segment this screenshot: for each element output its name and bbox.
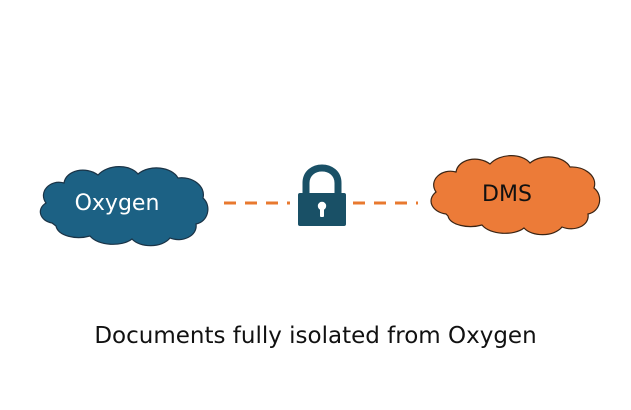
padlock-keyhole-slot (320, 208, 324, 217)
padlock-icon (298, 164, 346, 226)
dms-label: DMS (482, 182, 532, 207)
padlock-shackle (302, 164, 342, 193)
oxygen-label: Oxygen (75, 191, 160, 216)
dms-cloud-node: DMS (430, 155, 601, 236)
oxygen-cloud-shape (39, 166, 209, 247)
dms-cloud-shape (430, 155, 601, 236)
padlock-keyhole (317, 201, 327, 211)
oxygen-cloud-node: Oxygen (39, 166, 209, 247)
diagram-caption: Documents fully isolated from Oxygen (94, 323, 537, 349)
